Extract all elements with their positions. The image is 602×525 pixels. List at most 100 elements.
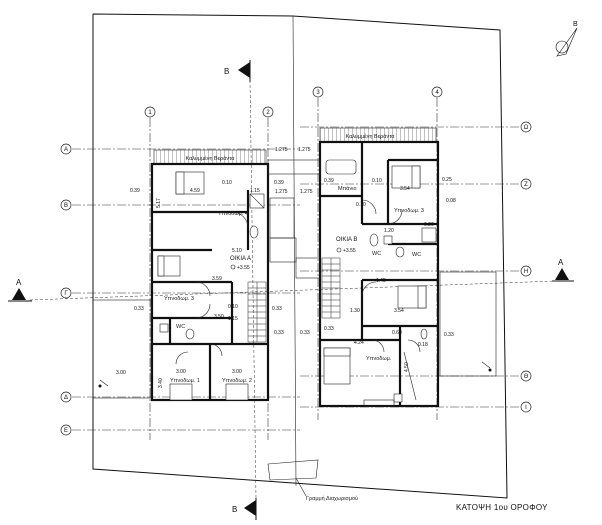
svg-text:E: E [64, 428, 68, 434]
svg-text:Υπνοδωμ. 4: Υπνοδωμ. 4 [218, 211, 248, 217]
section-marker-left: A [8, 278, 32, 302]
svg-text:Η: Η [524, 269, 528, 275]
svg-text:0.20: 0.20 [424, 222, 434, 228]
svg-text:B: B [64, 203, 68, 209]
svg-text:1.45: 1.45 [376, 278, 386, 284]
grid-bubble-row-E: E [60, 424, 72, 436]
toilet-icon [249, 225, 259, 239]
section-marker-top: Β [224, 60, 251, 82]
svg-text:0.33: 0.33 [272, 306, 282, 312]
svg-text:3.00: 3.00 [176, 369, 186, 375]
bathtub-icon [325, 159, 357, 175]
toilet-icon [420, 328, 428, 340]
house-a: Καλυμμένη Βεράντα [150, 149, 270, 402]
grid-bubble-row-D: Δ [60, 391, 72, 403]
svg-text:0.33: 0.33 [444, 332, 454, 338]
kitchen-counter-icon [421, 227, 437, 243]
drawing-title: ΚΑΤΟΨΗ 1ου ΟΡΟΦΟΥ [456, 503, 548, 512]
sink-icon [383, 235, 393, 245]
svg-text:+3.55: +3.55 [343, 248, 356, 254]
grid-bubble-row-H: Η [520, 265, 532, 277]
svg-text:1.275: 1.275 [275, 147, 288, 153]
toilet-icon [369, 233, 379, 247]
svg-text:0.10: 0.10 [222, 180, 232, 186]
toilet-icon [395, 246, 405, 258]
svg-text:1.275: 1.275 [298, 147, 311, 153]
svg-text:0.33: 0.33 [134, 306, 144, 312]
north-arrow-icon: Β [555, 21, 578, 57]
grid-bubble-row-Theta: Θ [520, 370, 532, 382]
svg-text:1.275: 1.275 [275, 189, 288, 195]
svg-text:Θ: Θ [524, 374, 529, 380]
svg-text:3.40: 3.40 [158, 378, 164, 388]
grid-bubble-col-4: 4 [431, 86, 443, 98]
svg-text:2: 2 [266, 110, 270, 116]
svg-text:0.39: 0.39 [130, 188, 140, 194]
stairs-b [321, 257, 341, 319]
svg-text:Β: Β [232, 505, 237, 514]
svg-text:0.39: 0.39 [324, 178, 334, 184]
svg-text:Υπνοδωμ. 1: Υπνοδωμ. 1 [170, 378, 200, 384]
svg-text:WC: WC [372, 251, 381, 257]
svg-text:1.275: 1.275 [300, 189, 313, 195]
grid-bubble-col-2: 2 [262, 106, 274, 118]
grid-bubble-row-A: A [60, 143, 72, 155]
svg-text:0.08: 0.08 [446, 198, 456, 204]
grid-bubble-row-Z: Ζ [520, 178, 532, 190]
svg-text:A: A [558, 258, 564, 267]
svg-text:A: A [64, 147, 68, 153]
svg-text:3.59: 3.59 [212, 276, 222, 282]
svg-text:4.24: 4.24 [354, 340, 364, 346]
stairs-a [247, 281, 267, 343]
svg-text:0.25: 0.25 [442, 177, 452, 183]
svg-text:0.39: 0.39 [274, 180, 284, 186]
section-marker-right: A [552, 258, 574, 282]
svg-text:3.54: 3.54 [394, 308, 404, 314]
svg-text:WC: WC [176, 324, 185, 330]
svg-text:Γραμμή Διαχωρισμού: Γραμμή Διαχωρισμού [306, 495, 358, 502]
plot-division-line [292, 15, 297, 487]
section-marker-bottom: Β [232, 498, 257, 520]
bed-icon [225, 383, 249, 401]
grid-bubble-col-3: 3 [312, 86, 324, 98]
svg-text:0.33: 0.33 [300, 330, 310, 336]
svg-text:Υπνοδωμ. 3: Υπνοδωμ. 3 [394, 208, 424, 214]
svg-text:Ζ: Ζ [524, 182, 528, 188]
bed-icon [169, 383, 193, 401]
svg-text:1.15: 1.15 [250, 188, 260, 194]
svg-text:Καλυμμένη Βεράντα: Καλυμμένη Βεράντα [346, 133, 396, 140]
svg-text:Υπνοδωμ. 2: Υπνοδωμ. 2 [222, 378, 252, 384]
svg-text:0.10: 0.10 [228, 304, 238, 310]
svg-text:1: 1 [148, 110, 152, 116]
svg-text:Υπνοδωμ. 3: Υπνοδωμ. 3 [164, 296, 194, 302]
svg-text:0.33: 0.33 [274, 330, 284, 336]
svg-text:5.10: 5.10 [232, 248, 242, 254]
north-label: Β [573, 21, 578, 28]
dimension-labels: 1.275 1.275 1.275 1.275 4.59 0.10 1.15 0… [116, 147, 456, 388]
svg-text:3.00: 3.00 [116, 370, 126, 376]
plot-boundary [92, 13, 508, 499]
svg-text:+3.55: +3.55 [237, 265, 250, 271]
svg-text:0.33: 0.33 [324, 326, 334, 332]
svg-text:1.30: 1.30 [350, 308, 360, 314]
svg-text:Ι: Ι [525, 405, 527, 411]
svg-text:4: 4 [435, 90, 439, 96]
svg-text:1.20: 1.20 [384, 228, 394, 234]
svg-text:0.10: 0.10 [356, 202, 366, 208]
svg-text:Γ: Γ [64, 291, 68, 297]
house-b: Καλυμμένη Βεράντα [318, 127, 440, 408]
grid-bubble-row-Omega: Ω [520, 121, 532, 133]
svg-text:4.50: 4.50 [404, 362, 410, 372]
svg-text:Μπάνιο: Μπάνιο [338, 185, 357, 192]
svg-text:0.18: 0.18 [418, 342, 428, 348]
grid-bubble-row-G: Γ [60, 287, 72, 299]
svg-text:Δ: Δ [64, 395, 68, 401]
svg-text:1.15: 1.15 [228, 316, 238, 322]
svg-text:A: A [16, 278, 22, 287]
svg-text:3.00: 3.00 [232, 369, 242, 375]
svg-text:Β: Β [224, 67, 229, 76]
sink-icon [159, 323, 169, 333]
svg-text:Υπνοδωμ.: Υπνοδωμ. [366, 356, 392, 362]
grid-bubble-row-I: Ι [520, 401, 532, 413]
